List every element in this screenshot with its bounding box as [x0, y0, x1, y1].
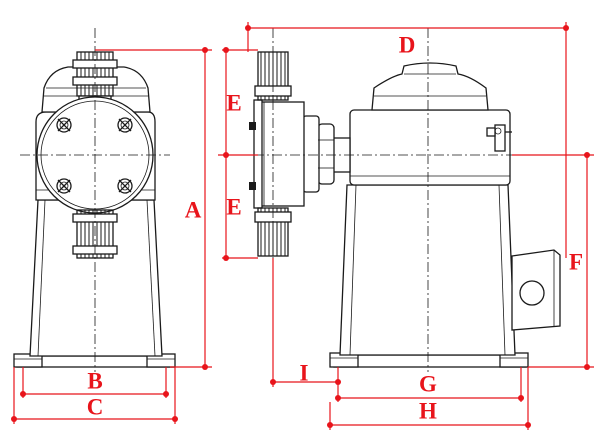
side-coupling — [302, 115, 351, 193]
front-view — [13, 28, 176, 372]
front-bolt-top-right — [117, 117, 133, 133]
front-bolt-bottom-left — [56, 178, 72, 194]
front-base-foot-left — [13, 353, 43, 368]
dimension-label-b: B — [87, 369, 102, 394]
dimension-label-e-lower: E — [226, 195, 241, 220]
dimension-lines — [11, 22, 594, 430]
side-base-plate — [333, 354, 527, 368]
dimension-label-f: F — [569, 250, 583, 275]
dimension-labels: A B C D E E F G H I — [87, 33, 583, 424]
side-stand — [339, 184, 516, 356]
side-motor-cap — [371, 62, 489, 111]
terminal-cable-gland — [519, 280, 545, 306]
dimension-label-c: C — [87, 395, 104, 420]
front-bolt-top-left — [56, 117, 72, 133]
side-lug-upper — [249, 122, 256, 130]
side-adjust-knob — [486, 124, 512, 152]
dimension-label-i: I — [300, 361, 309, 386]
side-gearbox — [349, 109, 511, 186]
dimension-label-a: A — [185, 198, 202, 223]
front-bolt-bottom-right — [117, 178, 133, 194]
dimension-label-g: G — [419, 372, 437, 397]
side-pump-head — [257, 101, 305, 207]
dimension-label-d: D — [399, 33, 416, 58]
dimension-label-h: H — [419, 399, 437, 424]
side-view — [236, 28, 561, 372]
dimension-label-e-upper: E — [226, 91, 241, 116]
side-terminal-box — [511, 249, 561, 331]
side-lug-lower — [249, 182, 256, 190]
